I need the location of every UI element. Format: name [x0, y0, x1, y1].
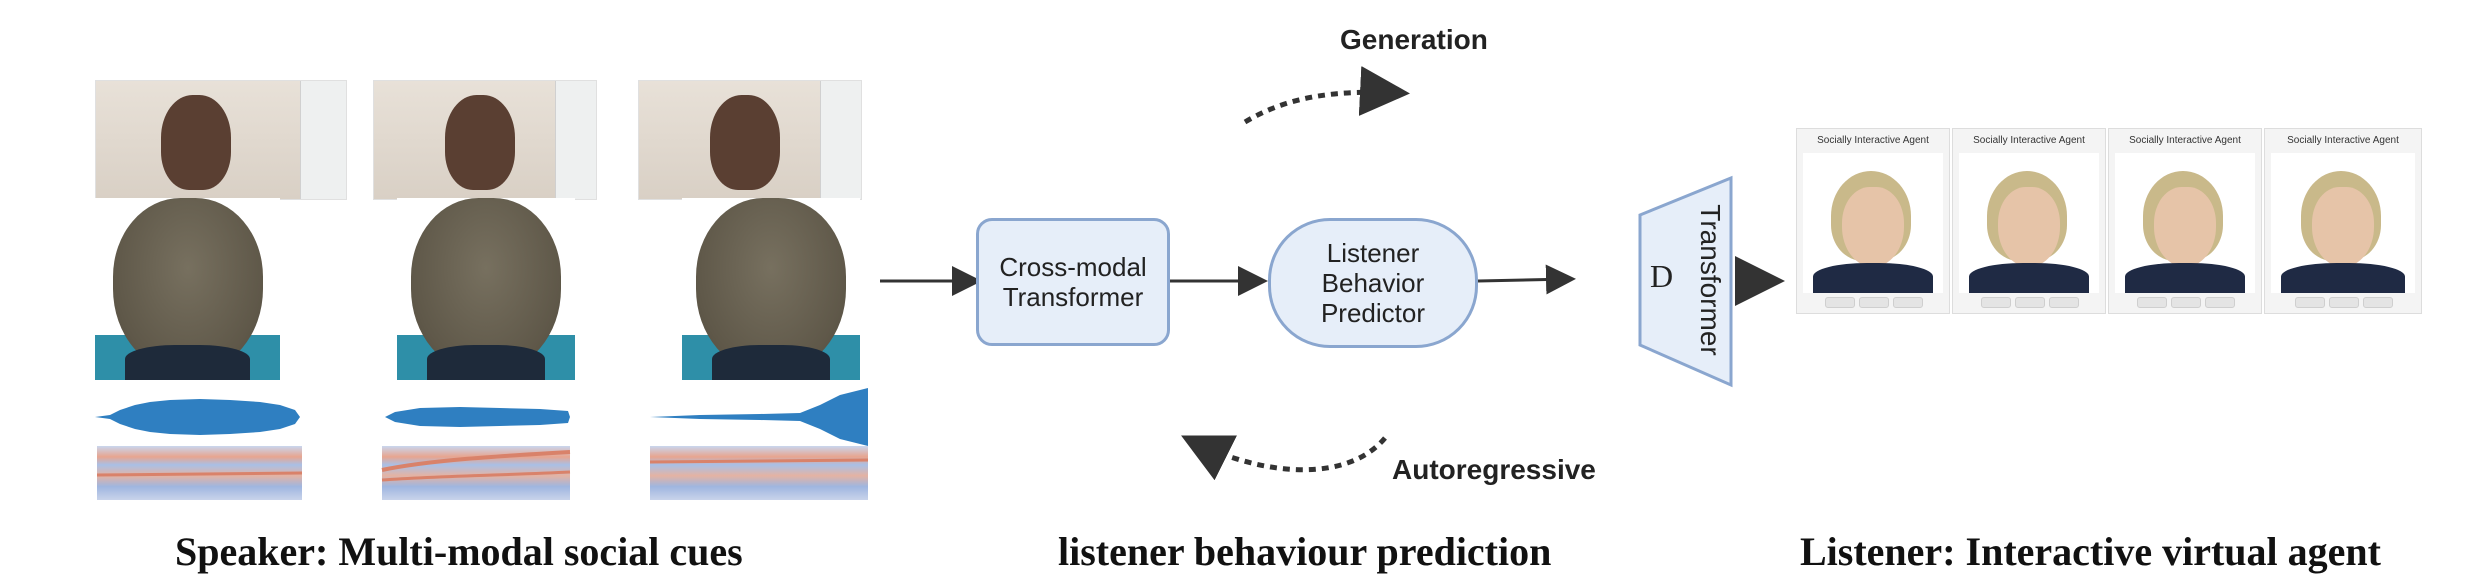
- cross-modal-transformer-node: Cross-modal Transformer: [976, 218, 1170, 346]
- agent-control-button[interactable]: [1981, 297, 2011, 308]
- speaker-3d-face: [397, 198, 575, 380]
- autoregressive-arrow: [1181, 435, 1387, 481]
- agent-panel-2: Socially Interactive Agent: [1952, 128, 2106, 314]
- agent-control-button[interactable]: [1893, 297, 1923, 308]
- autoregressive-label: Autoregressive: [1392, 454, 1596, 485]
- listener-caption: Listener: Interactive virtual agent: [1800, 529, 2381, 574]
- agent-title: Socially Interactive Agent: [2287, 135, 2399, 146]
- agent-view: [2271, 153, 2415, 293]
- agent-control-button[interactable]: [1825, 297, 1855, 308]
- speaker-photo: [373, 80, 597, 200]
- agent-title: Socially Interactive Agent: [1973, 135, 2085, 146]
- agent-view: [1803, 153, 1943, 293]
- agent-control-button[interactable]: [1859, 297, 1889, 308]
- agent-view: [1959, 153, 2099, 293]
- agent-panel-3: Socially Interactive Agent: [2108, 128, 2262, 314]
- agent-control-button[interactable]: [2329, 297, 2359, 308]
- waveform-3: [650, 388, 868, 446]
- agent-control-button[interactable]: [2171, 297, 2201, 308]
- agent-title: Socially Interactive Agent: [1817, 135, 1929, 146]
- speaker-3d-face: [682, 198, 860, 380]
- speaker-caption: Speaker: Multi-modal social cues: [175, 529, 743, 574]
- agent-control-button[interactable]: [2049, 297, 2079, 308]
- agent-control-button[interactable]: [2205, 297, 2235, 308]
- arrow-predictor-to-decoder: [1477, 264, 1576, 295]
- agent-view: [2115, 153, 2255, 293]
- decoder-transformer-label: Transformer: [1695, 204, 1726, 356]
- decoder-letter: D: [1650, 258, 1674, 294]
- agent-panel-4: Socially Interactive Agent: [2264, 128, 2422, 314]
- agent-control-button[interactable]: [2363, 297, 2393, 308]
- speaker-head: [161, 95, 231, 190]
- speaker-head: [710, 95, 780, 190]
- listener-behavior-predictor-node: Listener Behavior Predictor: [1268, 218, 1478, 348]
- waveform-1: [95, 399, 300, 435]
- generation-arrow: [1243, 66, 1410, 125]
- spectrogram-3: [650, 446, 868, 500]
- middle-caption: listener behaviour prediction: [1058, 529, 1552, 574]
- speaker-photo: [95, 80, 347, 200]
- agent-control-button[interactable]: [2015, 297, 2045, 308]
- generation-label: Generation: [1340, 24, 1488, 55]
- agent-title: Socially Interactive Agent: [2129, 135, 2241, 146]
- speaker-photo: [638, 80, 862, 200]
- agent-panel-1: Socially Interactive Agent: [1796, 128, 1950, 314]
- audio-features: [95, 388, 869, 500]
- agent-control-button[interactable]: [2137, 297, 2167, 308]
- speaker-head: [445, 95, 515, 190]
- speaker-3d-face: [95, 198, 280, 380]
- agent-control-button[interactable]: [2295, 297, 2325, 308]
- waveform-2: [385, 407, 570, 427]
- decoder-shape: [1638, 175, 1733, 388]
